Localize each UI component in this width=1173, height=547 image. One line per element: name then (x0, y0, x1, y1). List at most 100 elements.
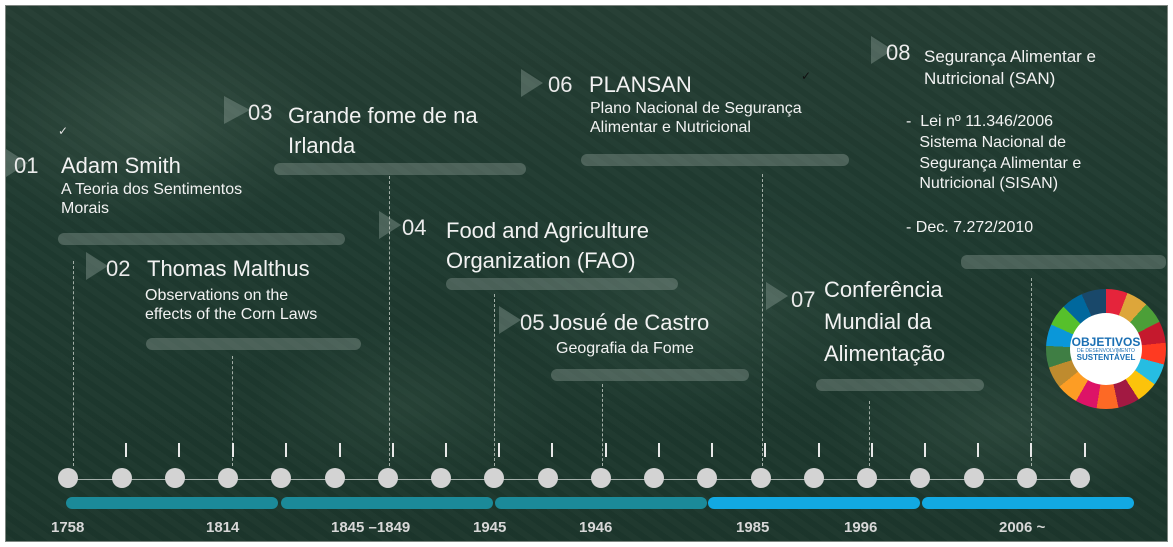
period-segment (281, 497, 493, 509)
event-title: PLANSAN (589, 72, 692, 97)
event-number: 02 (106, 256, 131, 281)
year-label: 1758 (51, 519, 85, 536)
event-ribbon (274, 163, 526, 175)
year-label: 1946 (579, 519, 613, 536)
axis-tick (605, 443, 607, 457)
timeline-dot (644, 468, 664, 488)
timeline-dot (538, 468, 558, 488)
event-details: - Dec. 7.272/2010 (906, 219, 1034, 236)
period-segment (708, 497, 920, 509)
year-label: 1845 –1849 (331, 519, 411, 536)
connector-line (73, 261, 74, 466)
timeline-dot (218, 468, 238, 488)
timeline-dot (271, 468, 291, 488)
connector-line (869, 401, 870, 466)
event-subtitle: A Teoria dos Sentimentos Morais (61, 181, 243, 218)
connector-line (389, 176, 390, 466)
timeline-dot (1070, 468, 1090, 488)
sdg-logo-center: OBJETIVOS DE DESENVOLVIMENTO SUSTENTÁVEL (1070, 313, 1142, 385)
axis-tick (658, 443, 660, 457)
timeline-slide: ✓ ✓ 01 Adam Smith A Teoria dos Sentiment… (5, 5, 1168, 542)
number-wedge (224, 96, 250, 124)
timeline-dot (431, 468, 451, 488)
timeline-dot (857, 468, 877, 488)
event-subtitle: Geografia da Fome (556, 340, 694, 357)
timeline-dot (804, 468, 824, 488)
event-ribbon (961, 255, 1166, 269)
sdg-logo-text: DE DESENVOLVIMENTO (1077, 347, 1135, 354)
year-label: 2006 ~ (999, 519, 1046, 536)
event-title: Thomas Malthus (147, 256, 310, 281)
event-ribbon (58, 233, 345, 245)
year-label: 1996 (844, 519, 878, 536)
number-wedge (499, 306, 521, 334)
event-ribbon (146, 338, 361, 350)
axis-tick (551, 443, 553, 457)
event-number: 07 (791, 287, 816, 312)
axis-tick (871, 443, 873, 457)
timeline-dot (165, 468, 185, 488)
number-wedge (379, 211, 401, 239)
timeline-dot (378, 468, 398, 488)
event-number: 04 (402, 215, 427, 240)
event-number: 03 (248, 100, 273, 125)
timeline-dot (964, 468, 984, 488)
period-segment (495, 497, 707, 509)
axis-tick (1084, 443, 1086, 457)
axis-tick (445, 443, 447, 457)
event-title: Segurança Alimentar e Nutricional (SAN) (924, 47, 1096, 89)
axis-tick (818, 443, 820, 457)
sdg-logo-text: OBJETIVOS (1071, 334, 1141, 349)
timeline-dot (112, 468, 132, 488)
axis-tick (178, 443, 180, 457)
event-number: 08 (886, 40, 911, 65)
check-mark-icon: ✓ (58, 124, 69, 138)
axis-tick (392, 443, 394, 457)
number-wedge (86, 252, 108, 280)
axis-tick (711, 443, 713, 457)
number-wedge (6, 149, 28, 177)
period-segment (922, 497, 1134, 509)
connector-line (232, 356, 233, 466)
timeline-dot (1017, 468, 1037, 488)
connector-line (602, 384, 603, 466)
event-number: 01 (14, 153, 39, 178)
event-details: - Lei nº 11.346/2006 Sistema Nacional de… (906, 113, 1082, 193)
event-subtitle: Observations on the effects of the Corn … (145, 287, 318, 324)
event-title: Adam Smith (61, 153, 181, 178)
timeline-dot (751, 468, 771, 488)
year-label: 1945 (473, 519, 507, 536)
period-segment (66, 497, 278, 509)
timeline-dot (591, 468, 611, 488)
event-title: Food and Agriculture Organization (FAO) (446, 218, 650, 273)
event-ribbon (551, 369, 749, 381)
event-number: 06 (548, 72, 573, 97)
year-label: 1814 (206, 519, 240, 536)
event-title: Grande fome de na Irlanda (288, 103, 478, 158)
axis-tick (498, 443, 500, 457)
axis-tick (764, 443, 766, 457)
timeline-axis (68, 479, 1090, 480)
event-ribbon (816, 379, 984, 391)
timeline-dot (58, 468, 78, 488)
timeline-dot (697, 468, 717, 488)
check-mark-icon: ✓ (801, 69, 812, 83)
axis-tick (232, 443, 234, 457)
timeline-dot (325, 468, 345, 488)
axis-tick (977, 443, 979, 457)
connector-line (494, 294, 495, 466)
event-subtitle: Plano Nacional de Segurança Alimentar e … (590, 100, 802, 137)
event-title: Josué de Castro (549, 310, 710, 335)
event-ribbon (446, 278, 678, 290)
year-label: 1985 (736, 519, 770, 536)
axis-tick (285, 443, 287, 457)
event-number: 05 (520, 310, 545, 335)
number-wedge (521, 69, 543, 97)
sdg-logo: OBJETIVOS DE DESENVOLVIMENTO SUSTENTÁVEL (1046, 289, 1166, 409)
event-ribbon (581, 154, 849, 166)
number-wedge (871, 36, 893, 64)
event-title: Conferência Mundial da Alimentação (824, 277, 946, 366)
axis-tick (1030, 443, 1032, 457)
number-wedge (766, 282, 788, 310)
axis-tick (125, 443, 127, 457)
